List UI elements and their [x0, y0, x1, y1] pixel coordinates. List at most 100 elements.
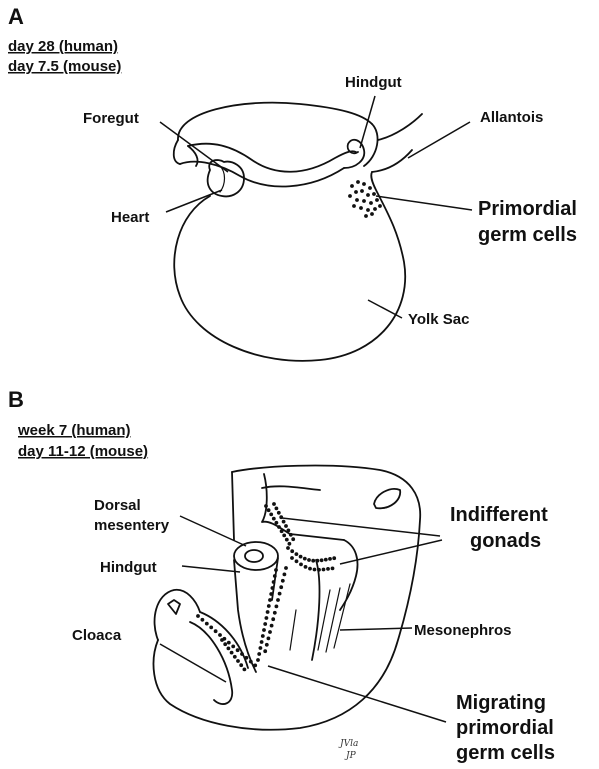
allantois-stalk [372, 114, 422, 172]
germ-cell-dot [227, 647, 231, 651]
label-foregut: Foregut [83, 110, 139, 127]
germ-cell-dot [291, 537, 295, 541]
germ-cell-dot [264, 504, 268, 508]
germ-cell-dot [239, 663, 243, 667]
hindgut-cylinder-top [234, 542, 278, 570]
panel-a-stage-human: day 28 (human) [8, 38, 118, 55]
germ-cell-dot [272, 517, 276, 521]
tail-fold [155, 590, 200, 640]
germ-cell-dot [275, 605, 279, 609]
germ-cell-dot [272, 502, 276, 506]
germ-cell-dot [311, 559, 315, 563]
germ-cell-dot [275, 521, 279, 525]
germ-cell-dot [245, 656, 249, 660]
germ-cell-dot [249, 660, 253, 664]
primordial-germ-cell [362, 199, 366, 203]
germ-cell-dot [270, 624, 274, 628]
panel-b: B week 7 (human) day 11-12 (mouse) [8, 387, 555, 764]
neural-tube [374, 489, 400, 508]
germ-cell-dot [271, 617, 275, 621]
primordial-germ-cell [378, 204, 382, 208]
germ-cell-dot [288, 542, 292, 546]
germ-cell-dot [201, 618, 205, 622]
primordial-germ-cell [364, 214, 368, 218]
label-yolk-sac: Yolk Sac [408, 311, 469, 328]
germ-cell-dot [266, 610, 270, 614]
germ-cell-dot [278, 592, 282, 596]
foregut-leader [160, 122, 228, 172]
label-mesonephros: Mesonephros [414, 622, 512, 639]
primordial-germ-cell [356, 180, 360, 184]
yolk-sac-outline [174, 172, 405, 361]
germ-cell-dot [265, 643, 269, 647]
germ-cell-dot [274, 568, 278, 572]
germ-cell-dot [209, 626, 213, 630]
germ-cell-dot [326, 567, 330, 571]
germ-cell-dot [276, 598, 280, 602]
label-allantois: Allantois [480, 109, 543, 126]
germ-cell-dot [236, 648, 240, 652]
germ-cell-dot [218, 633, 222, 637]
germ-cell-dot [284, 566, 288, 570]
germ-cell-dot [328, 557, 332, 561]
germ-cell-dot [265, 616, 269, 620]
hindgut-outer [364, 124, 378, 166]
label-hindgut-a: Hindgut [345, 74, 402, 91]
embryo-body-outline [178, 103, 372, 140]
hindgut-leader-a [360, 96, 375, 148]
germ-cell-dot [263, 649, 267, 653]
primordial-germ-cell [348, 194, 352, 198]
germ-cell-dot [304, 565, 308, 569]
primordial-germ-cell [370, 212, 374, 216]
germ-cell-dot [277, 511, 281, 515]
germ-cell-dot [268, 630, 272, 634]
primordial-germ-cell [373, 207, 377, 211]
germ-cell-dot [287, 529, 291, 533]
germ-cell-dot [303, 557, 307, 561]
germ-cell-dot [277, 525, 281, 529]
germ-cell-dot [236, 659, 240, 663]
primordial-germ-cells-cluster [348, 180, 382, 218]
gonads-leader-upper [282, 518, 440, 536]
germ-cell-dot [253, 664, 257, 668]
dorsal-ridge [262, 486, 320, 490]
germ-cell-dot [279, 585, 283, 589]
germ-cell-dot [282, 520, 286, 524]
pgc-leader-a [376, 196, 472, 210]
label-migrating-line3: germ cells [456, 742, 555, 764]
artist-signature-line2: JP [344, 751, 357, 761]
panel-a: A day 28 (human) day 7.5 (mouse) Hindgut… [8, 4, 577, 361]
label-gonads-line2: gonads [470, 530, 541, 552]
primordial-germ-cell [355, 198, 359, 202]
germ-cell-dot [295, 559, 299, 563]
germ-cell-dot [320, 558, 324, 562]
primordial-germ-cell [354, 190, 358, 194]
germ-cell-dot [227, 641, 231, 645]
germ-cell-dot [243, 668, 247, 672]
germ-cell-dot [260, 640, 264, 644]
germ-cell-dot [267, 508, 271, 512]
panel-b-stage-mouse: day 11-12 (mouse) [18, 443, 148, 460]
germ-cell-dot [317, 568, 321, 572]
allantois-leader [408, 122, 470, 158]
panel-b-letter: B [8, 387, 24, 412]
primordial-germ-cell [362, 182, 366, 186]
germ-cell-dot [261, 634, 265, 638]
germ-cell-dot [272, 580, 276, 584]
primordial-germ-cell [372, 192, 376, 196]
label-pgc-line2: germ cells [478, 224, 577, 246]
primordial-germ-cell [366, 193, 370, 197]
germ-cell-dot [322, 568, 326, 572]
germ-cell-dot [268, 598, 272, 602]
germ-cell-dot [283, 573, 287, 577]
primordial-germ-cell [352, 204, 356, 208]
germ-cell-dot [286, 546, 290, 550]
germ-cell-dot [299, 555, 303, 559]
hindgut-lumen [245, 550, 263, 562]
germ-cell-dot [280, 529, 284, 533]
germ-cell-dot [233, 655, 237, 659]
germ-cell-dot [284, 524, 288, 528]
germ-cell-dot [269, 592, 273, 596]
germ-cell-dot [282, 534, 286, 538]
label-gonads-line1: Indifferent [450, 504, 548, 526]
